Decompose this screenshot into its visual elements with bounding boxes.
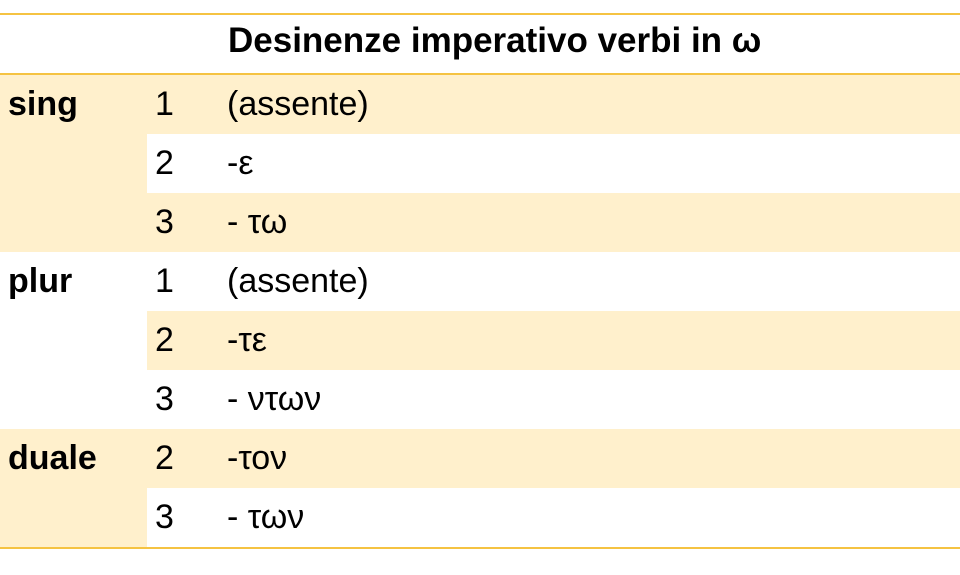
group-duale: duale 2 -τον 3 - των [0,429,960,547]
group-label: plur [8,262,73,300]
table-header: Desinenze imperativo verbi in ω [0,15,960,75]
group-plur: plur 1 (assente) 2 -τε 3 - ντων [0,252,960,429]
person-number: 3 [155,380,174,418]
ending: (assente) [227,262,369,300]
ending: (assente) [227,85,369,123]
table-row: 2 -τε [147,311,960,370]
table-row: 3 - των [147,488,960,547]
person-number: 1 [155,85,174,123]
ending: -τε [227,321,267,359]
table-row: 1 (assente) [147,75,960,134]
group-label: duale [8,439,97,477]
table-row: 1 (assente) [147,252,960,311]
person-number: 2 [155,321,174,359]
table-title: Desinenze imperativo verbi in ω [228,21,762,60]
group-label: sing [8,85,78,123]
person-number: 1 [155,262,174,300]
imperative-endings-table: Desinenze imperativo verbi in ω sing 1 (… [0,13,960,549]
person-number: 2 [155,439,174,477]
table-row: 2 -ε [147,134,960,193]
person-number: 3 [155,498,174,536]
table-row: 3 - τω [147,193,960,252]
ending: - των [227,498,305,536]
group-sing: sing 1 (assente) 2 -ε 3 - τω [0,75,960,252]
ending: -τον [227,439,288,477]
table-row: 3 - ντων [147,370,960,429]
ending: - ντων [227,380,322,418]
table-row: 2 -τον [147,429,960,488]
ending: - τω [227,203,288,241]
ending: -ε [227,144,254,182]
person-number: 2 [155,144,174,182]
person-number: 3 [155,203,174,241]
